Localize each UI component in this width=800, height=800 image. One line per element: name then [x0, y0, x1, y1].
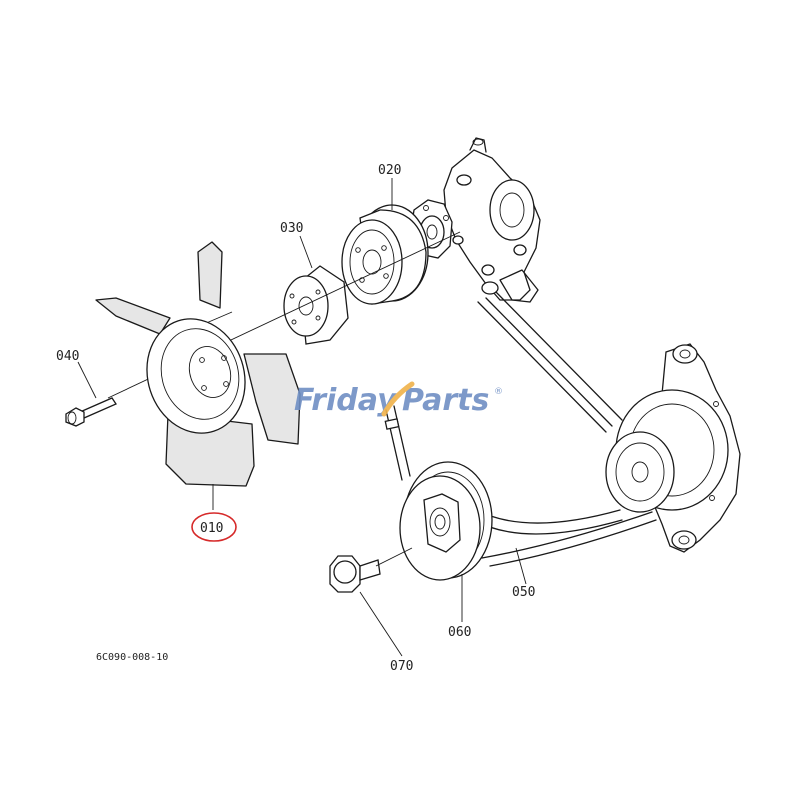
part-label-040: 040	[56, 349, 79, 364]
cooling-fan-010	[95, 241, 301, 487]
drawing-code: 6C090-008-10	[96, 652, 168, 663]
alternator	[605, 343, 741, 553]
water-pump	[409, 137, 541, 303]
crank-bolt-070	[329, 547, 413, 593]
watermark-logo: Friday Parts ®	[294, 381, 503, 418]
fan-bolt-040	[65, 397, 117, 427]
watermark-friday: Friday	[294, 383, 398, 418]
part-label-010[interactable]: 010	[200, 521, 223, 536]
watermark-registered-mark: ®	[494, 387, 503, 397]
part-label-050: 050	[512, 585, 535, 600]
part-label-030: 030	[280, 221, 303, 236]
crankshaft-pulley-060	[399, 461, 493, 581]
leader-lines	[77, 178, 527, 657]
part-label-060: 060	[448, 625, 471, 640]
part-label-070: 070	[390, 659, 413, 674]
water-pump-pulley-020	[341, 204, 429, 305]
watermark-parts: Parts	[402, 383, 489, 418]
fan-spacer-030	[283, 265, 349, 345]
watermark-swoosh	[381, 381, 415, 417]
highlight-circle	[191, 512, 237, 542]
part-label-020: 020	[378, 163, 401, 178]
